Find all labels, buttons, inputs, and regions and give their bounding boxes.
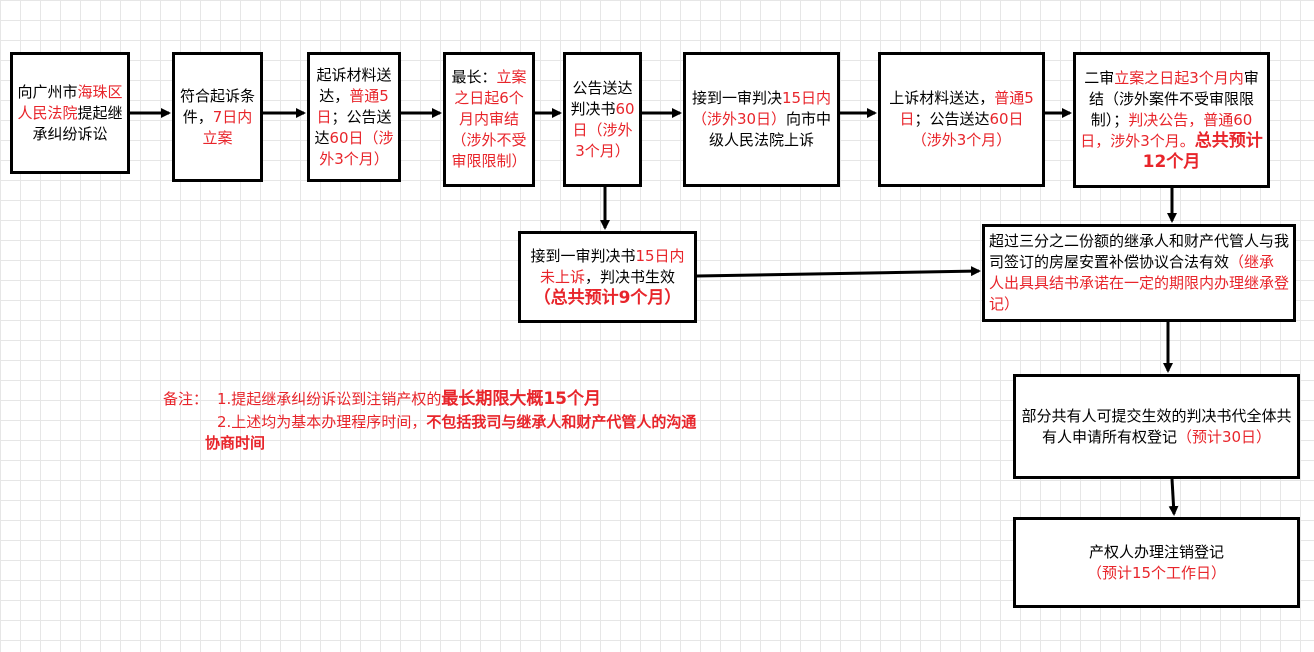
step-first-trial: 最长：立案之日起6个月内审结（涉外不受审限限制）	[443, 52, 535, 187]
box9-text-1: 接到一审判决书	[530, 246, 636, 265]
box6-text-2: 15日内（涉外30日）	[691, 89, 832, 128]
box3-text-3: ；公告送达	[314, 107, 392, 147]
step-second-trial: 二审立案之日起3个月内审结（涉外案件不受审限限制）；判决公告，普通60日，涉外3…	[1073, 52, 1270, 188]
box7-text-4: 60日（涉外3个月）	[911, 110, 1024, 149]
box5-text-1: 公告送达判决书	[570, 78, 633, 118]
step-file-lawsuit: 向广州市海珠区人民法院提起继承纠纷诉讼	[10, 52, 130, 174]
box1-text-1: 向广州市	[17, 82, 78, 101]
box8-text-2: 立案之日起3个月内	[1114, 68, 1244, 87]
box9-text-4: （总共预计9个月）	[533, 287, 682, 308]
box3-text-1: 起诉材料送达，	[316, 65, 392, 105]
box11-text-1: 部分共有人可提交生效的判决书代全体共有人申请所有权登记	[1021, 406, 1292, 446]
remarks-line-1-b: 最长期限大概15个月	[441, 389, 601, 409]
arrow-11-12	[1168, 478, 1179, 516]
remarks-label-text: 备注：	[163, 390, 209, 408]
box12-text-2: （预计15个工作日）	[1086, 563, 1227, 582]
box4-text-2: 立案之日起6个月内审结（涉外不受审限限制）	[451, 68, 527, 170]
box7-text-2: 普通5日	[899, 89, 1034, 128]
box10-text-2: （继承人出具具结书承诺在一定的期限内办理继承登记）	[989, 253, 1290, 313]
box3-text-4: 60日（涉外3个月）	[319, 128, 394, 168]
step-materials-delivery: 起诉材料送达，普通5日；公告送达60日（涉外3个月）	[307, 52, 401, 182]
box7-text-3: ；公告送达	[914, 110, 990, 128]
step-cancel-registration: 产权人办理注销登记 （预计15个工作日）	[1013, 517, 1300, 608]
box10-text-1: 超过三分之二份额的继承人和财产代管人与我司签订的房屋安置补偿协议合法有效	[989, 232, 1290, 271]
step-case-filing: 符合起诉条件，7日内立案	[172, 52, 263, 182]
step-ownership-registration: 部分共有人可提交生效的判决书代全体共有人申请所有权登记（预计30日）	[1013, 374, 1300, 479]
box1-text-2: 海珠区人民法院	[17, 82, 123, 122]
box8-text-1: 二审	[1084, 68, 1115, 87]
box2-text-2: 7日内立案	[202, 107, 253, 147]
box1-text-3: 提起继承纠纷诉讼	[32, 103, 123, 143]
box8-text-4: 判决公告，普通60日，涉外3个月。	[1080, 110, 1253, 150]
box11-text-2: （预计30日）	[1176, 427, 1272, 446]
box6-text-3: 向市中级人民法院上诉	[708, 110, 832, 149]
remarks-label: 备注：	[163, 389, 208, 410]
box5-text-2: 60日（涉外3个月）	[572, 99, 635, 160]
remarks-line-1-a: 1.提起继承纠纷诉讼到注销产权的	[217, 390, 442, 408]
box8-text-3: 审结（涉外案件不受审限限制）；	[1088, 68, 1259, 129]
box8-text-5: 总共预计12个月	[1142, 130, 1263, 172]
remarks-line-2: 2.上述均为基本办理程序时间，不包括我司与继承人和财产代管人的沟通协商时间	[205, 412, 700, 454]
step-appeal-materials: 上诉材料送达，普通5日；公告送达60日（涉外3个月）	[878, 52, 1045, 187]
box6-text-1: 接到一审判决	[691, 89, 782, 107]
remarks-line-2-a: 2.上述均为基本办理程序时间，	[217, 413, 427, 431]
box12-text-1: 产权人办理注销登记	[1088, 542, 1224, 561]
remarks-line-2-b: 不包括我司与继承人和财产代管人的沟通协商时间	[205, 413, 697, 452]
box2-text-1: 符合起诉条件，	[179, 86, 255, 126]
step-appeal: 接到一审判决15日内（涉外30日）向市中级人民法院上诉	[683, 52, 840, 187]
step-judgment-effective: 接到一审判决书15日内未上诉，判决书生效（总共预计9个月）	[518, 231, 697, 323]
box3-text-2: 普通5日	[316, 86, 389, 126]
box4-text-1: 最长：	[451, 68, 497, 86]
step-judgment-announcement: 公告送达判决书60日（涉外3个月）	[563, 52, 642, 187]
box9-text-3: ，判决书生效	[585, 267, 676, 286]
step-agreement-valid: 超过三分之二份额的继承人和财产代管人与我司签订的房屋安置补偿协议合法有效（继承人…	[982, 224, 1296, 322]
box9-text-2: 15日内未上诉	[539, 246, 685, 286]
remarks-line-1: 1.提起继承纠纷诉讼到注销产权的最长期限大概15个月	[217, 389, 601, 410]
arrow-9-10	[696, 266, 981, 278]
box7-text-1: 上诉材料送达，	[889, 89, 995, 107]
